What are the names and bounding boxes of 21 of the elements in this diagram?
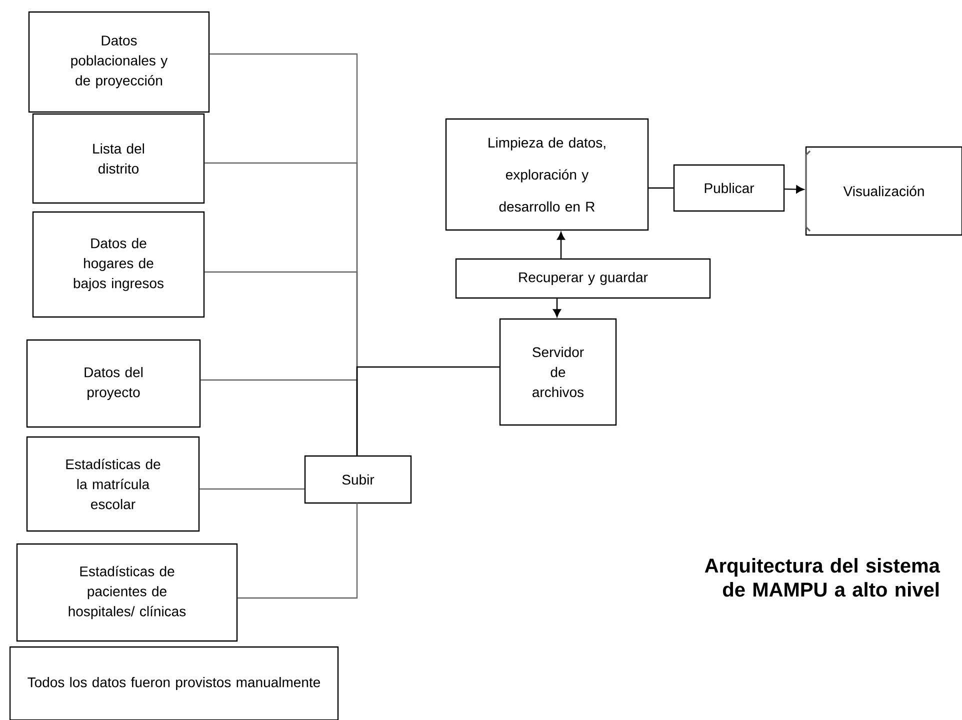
server-box: Servidor de archivos (499, 318, 617, 426)
note-box: Todos los datos fueron provistos manualmente (9, 646, 339, 720)
title: Arquitectura del sistema de MAMPU a alto nivel (704, 558, 940, 597)
data-box: Datos del proyecto (26, 339, 201, 428)
connector (784, 185, 804, 194)
process-box: Limpieza de datos, exploración y desarrollo en R (445, 118, 649, 231)
output-box: Visualización (805, 146, 962, 236)
step-box: Publicar (673, 164, 785, 212)
data-box: Datos poblacionales y de proyección (28, 11, 210, 113)
connector (200, 488, 304, 490)
step-box: Subir (304, 455, 412, 504)
data-box: Estadísticas de la matrícula escolar (26, 436, 200, 532)
connector (556, 232, 566, 258)
connector (238, 503, 358, 599)
data-box: Lista del distrito (32, 113, 205, 204)
connector (552, 298, 562, 318)
step-box: Recuperar y guardar (455, 258, 711, 299)
data-box: Datos de hogares de bajos ingresos (32, 211, 205, 318)
data-box: Estadísticas de pacientes de hospitales/ clínicas (16, 543, 238, 642)
connector (356, 366, 500, 456)
connector (648, 187, 674, 189)
